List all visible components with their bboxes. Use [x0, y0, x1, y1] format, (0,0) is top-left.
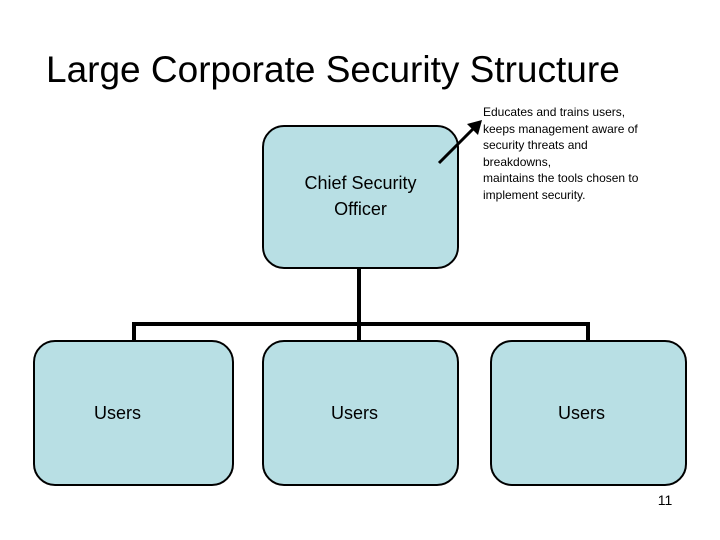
- node-label-users-3: Users: [558, 403, 606, 423]
- node-label-line-2: Officer: [334, 199, 387, 219]
- callout-line-3: security threats and: [483, 138, 588, 152]
- node-label-chief-security-officer: Chief Security Officer: [272, 170, 449, 222]
- callout-line-1: Educates and trains users,: [483, 105, 626, 119]
- callout-line-4: breakdowns,: [483, 154, 552, 169]
- node-label-users-2: Users: [331, 403, 379, 423]
- callout-arrow-icon: [437, 120, 482, 165]
- callout-line-2: keeps management aware of: [483, 121, 638, 136]
- node-users-3[interactable]: [490, 340, 687, 486]
- page-title: Large Corporate Security Structure: [46, 49, 620, 90]
- callout-line-6: implement security.: [483, 187, 586, 202]
- node-users-2[interactable]: [262, 340, 459, 486]
- connector-drop-users-1: [132, 322, 136, 342]
- callout-line-5: maintains the tools chosen to: [483, 171, 639, 185]
- node-label-line-1: Chief Security: [304, 173, 417, 193]
- callout-annotation-text: Educates and trains users, keeps managem…: [483, 104, 683, 203]
- page-number: 11: [657, 492, 673, 508]
- node-users-1[interactable]: [33, 340, 234, 486]
- node-chief-security-officer[interactable]: [262, 125, 459, 269]
- node-label-users-1: Users: [94, 403, 142, 423]
- connector-horizontal-bus: [132, 322, 590, 326]
- connector-drop-users-2: [357, 322, 361, 342]
- connector-drop-users-3: [586, 322, 590, 342]
- connector-trunk-vertical: [357, 268, 361, 326]
